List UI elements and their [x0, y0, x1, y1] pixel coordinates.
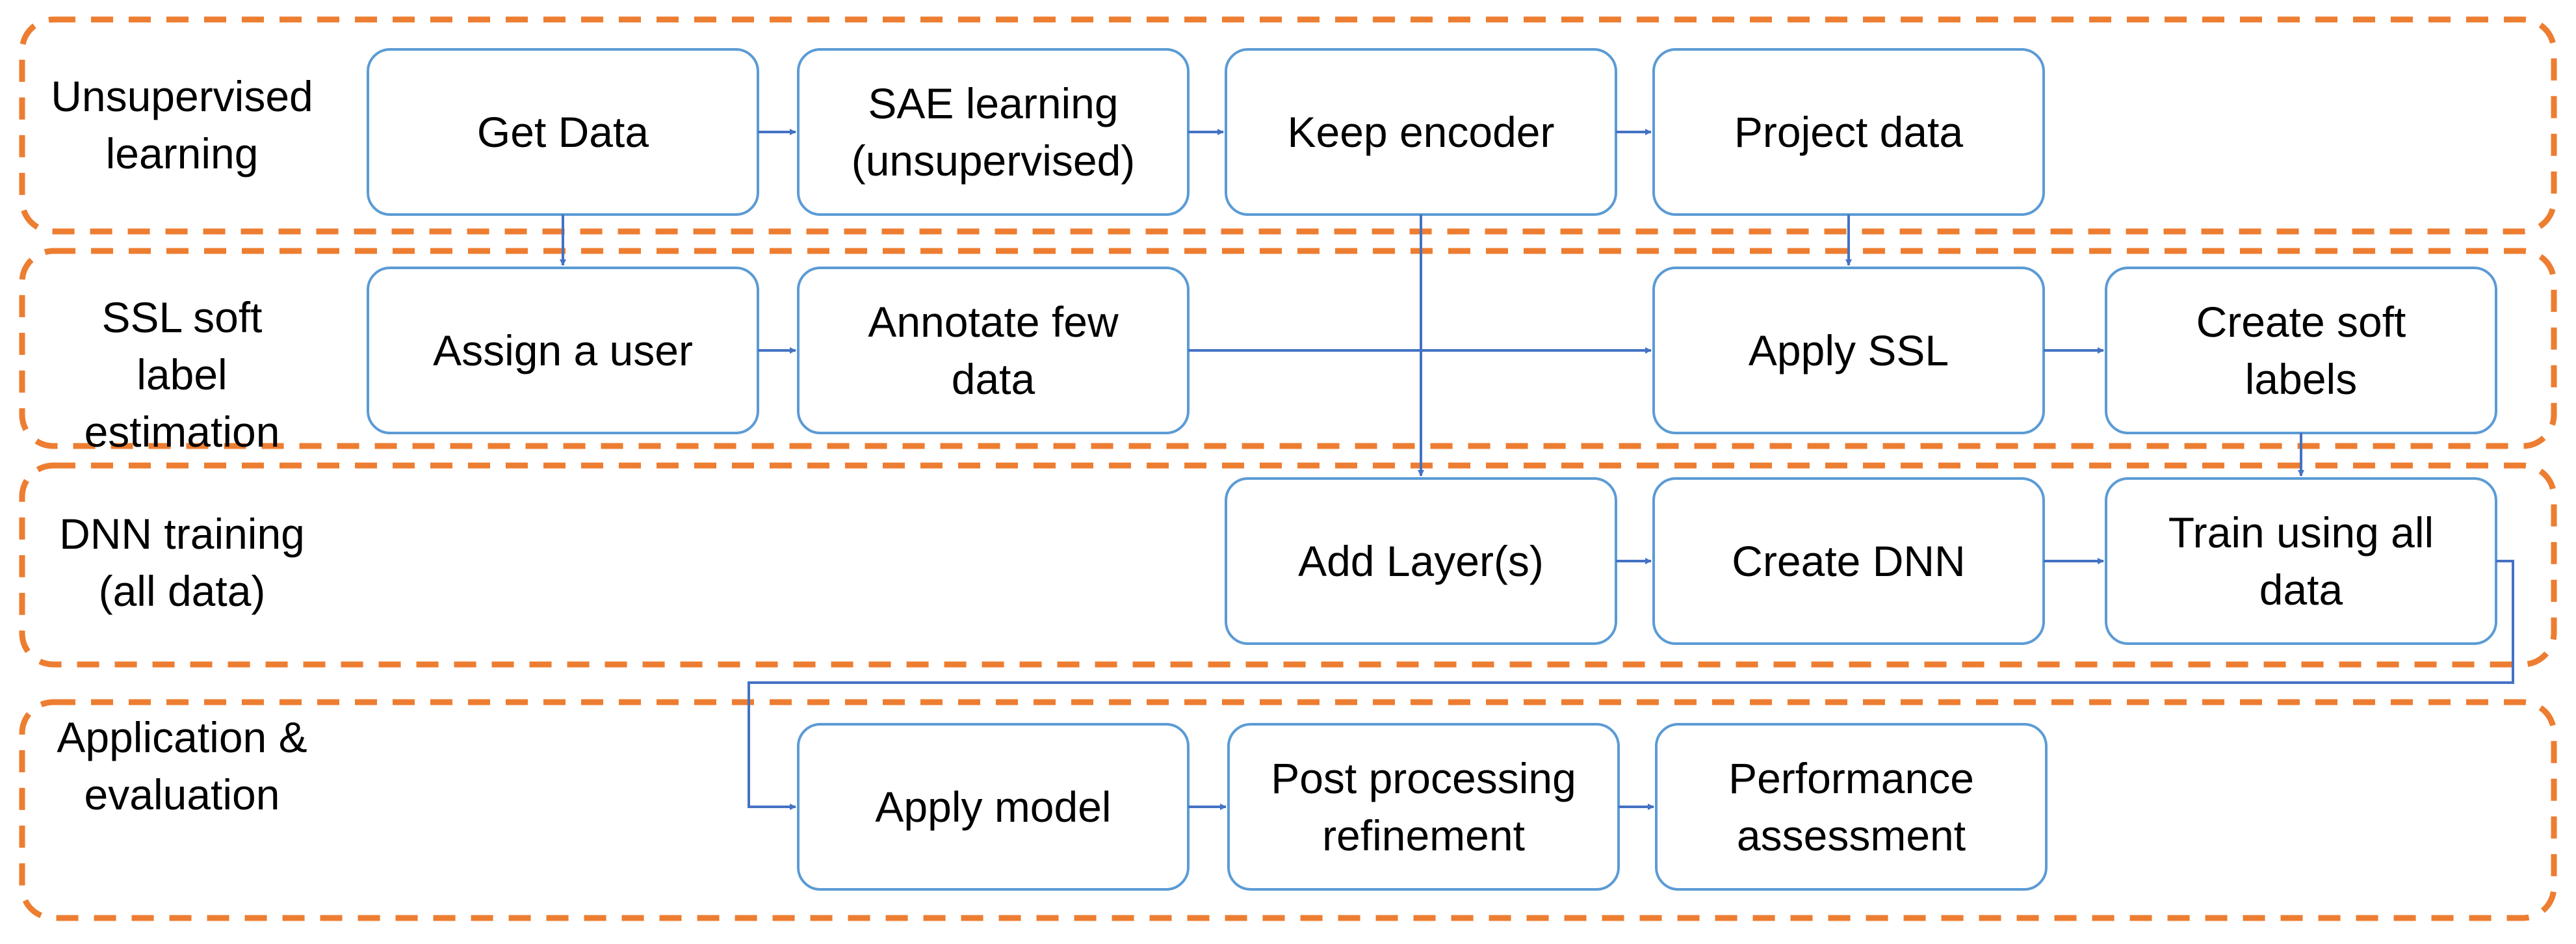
- lane-dnn: [19, 462, 2557, 668]
- arrow-train-all-data-to-apply-model: [748, 560, 2514, 810]
- box-label-assign-user: Assign a user: [433, 326, 693, 374]
- box-label-create-dnn: Create DNN: [1732, 537, 1966, 585]
- lane-ssl: [19, 248, 2557, 449]
- lane-label-ssl: SSL soft label estimation: [84, 293, 280, 456]
- box-label-get-data: Get Data: [476, 108, 649, 156]
- box-label-annotate-few-data: Annotate few data: [868, 298, 1119, 403]
- lane-label-application: Application & evaluation: [57, 713, 307, 819]
- box-label-add-layers: Add Layer(s): [1298, 537, 1544, 585]
- box-label-sae-learning: SAE learning (unsupervised): [851, 79, 1136, 185]
- lane-label-unsupervised: Unsupervised learning: [51, 72, 313, 177]
- box-label-apply-ssl: Apply SSL: [1748, 326, 1949, 374]
- box-performance-assessment: [1655, 723, 2048, 891]
- box-label-project-data: Project data: [1734, 108, 1964, 156]
- box-label-performance-assessment: Performance assessment: [1728, 754, 1974, 859]
- box-label-apply-model: Apply model: [875, 783, 1112, 831]
- box-label-train-all-data: Train using all data: [2168, 508, 2434, 614]
- box-label-keep-encoder: Keep encoder: [1287, 108, 1555, 156]
- box-label-post-processing: Post processing refinement: [1271, 754, 1576, 859]
- box-label-create-soft-labels: Create soft labels: [2196, 298, 2406, 403]
- lane-label-dnn: DNN training (all data): [59, 510, 305, 615]
